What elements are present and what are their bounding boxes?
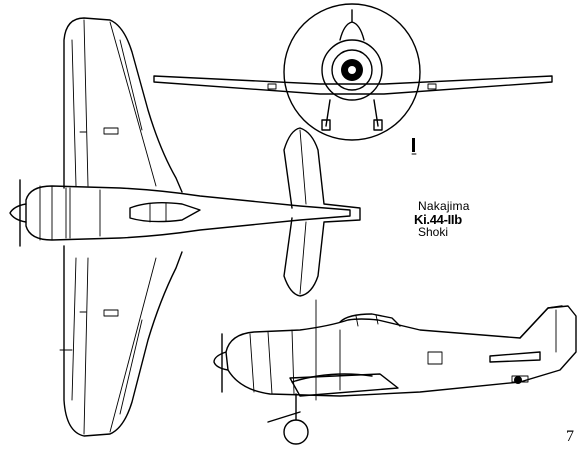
side-fuselage: [225, 305, 577, 397]
side-view: [213, 299, 577, 445]
side-main-wheel: [283, 419, 309, 445]
plan-view: [9, 17, 417, 437]
caption-model: Ki.44-IIb: [414, 211, 462, 227]
side-canopy: [339, 313, 401, 327]
plan-spinner: [9, 203, 27, 223]
front-wing: [153, 75, 553, 95]
plan-stabilizer: [283, 127, 361, 297]
plan-fuselage: [25, 185, 351, 241]
plan-upper-wing: [63, 17, 183, 193]
side-fin: [519, 305, 563, 339]
plan-lower-wing: [63, 245, 183, 437]
front-cowling: [321, 39, 383, 101]
caption-manufacturer: Nakajima: [418, 199, 470, 213]
front-view: [153, 3, 553, 141]
caption-name: Shoki: [418, 225, 449, 240]
aircraft-caption: Nakajima Ki.44-IIb Shoki: [414, 199, 508, 240]
sheet-number: 7: [566, 428, 574, 445]
side-wing: [289, 373, 399, 397]
front-prop-disc: [283, 3, 421, 141]
plan-canopy: [129, 201, 201, 223]
